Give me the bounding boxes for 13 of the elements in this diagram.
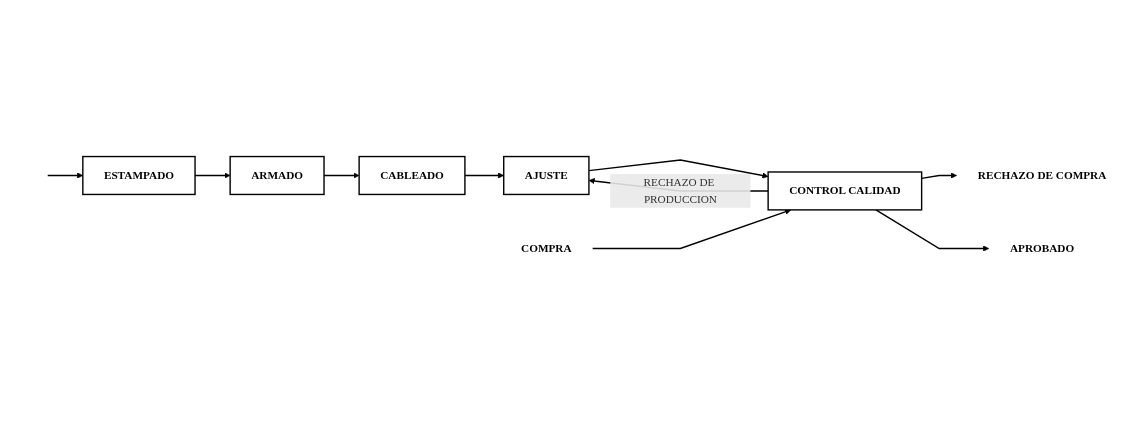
node-box: ESTAMPADO: [82, 155, 196, 196]
arrow: [464, 172, 504, 179]
node-box: ARMADO: [229, 155, 325, 196]
node-text: APROBADO: [1009, 242, 1075, 255]
node-text: COMPRA: [521, 242, 572, 255]
node-box: CABLEADO: [358, 155, 466, 196]
arrow: [591, 208, 791, 250]
node-text: RECHAZO DE COMPRA: [977, 169, 1107, 182]
edge-label: RECHAZO DE PRODUCCION: [643, 176, 717, 205]
arrow: [875, 209, 990, 252]
node-box: AJUSTE: [503, 155, 590, 196]
node-box: CONTROL CALIDAD: [767, 171, 923, 211]
arrow: [588, 159, 769, 179]
